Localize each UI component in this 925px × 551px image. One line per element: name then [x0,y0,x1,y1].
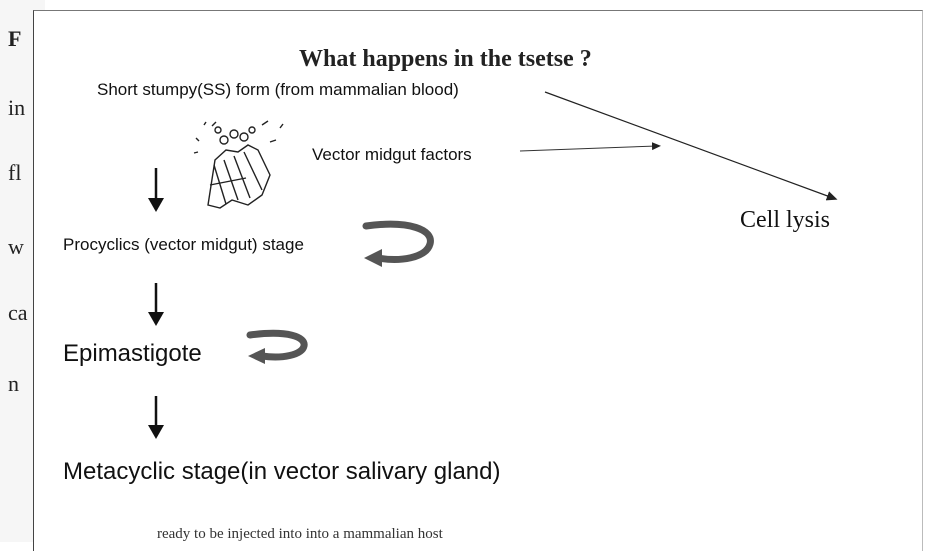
procyclic-self-renewal-arrow [364,224,430,267]
vector-factors-arrow [520,146,657,151]
down-arrow-1 [148,168,164,212]
epimastigote-self-renewal-arrow [248,333,304,364]
down-arrow-2 [148,283,164,326]
trypanosome-cluster-icon [194,121,283,208]
lysis-arrow [545,92,833,198]
down-arrow-3 [148,396,164,439]
